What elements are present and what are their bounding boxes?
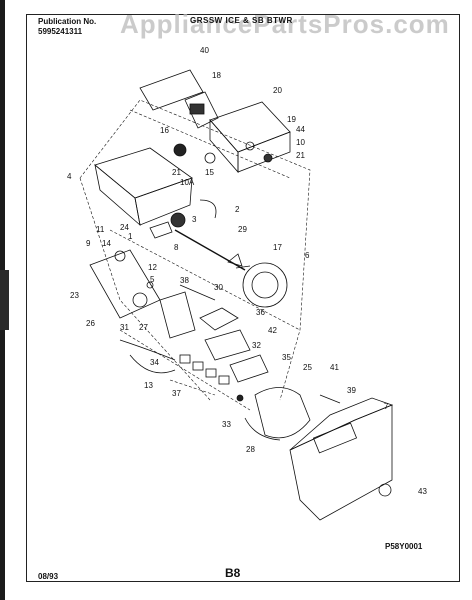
callout-label: 4 (67, 172, 72, 181)
callout-label: 33 (222, 420, 231, 429)
callout-label: 21 (172, 168, 181, 177)
callout-label: 11 (96, 225, 105, 234)
callout-label: 36 (256, 308, 265, 317)
part-bearing-14 (114, 250, 126, 262)
watermark: AppliancePartsPros.com (120, 9, 450, 39)
part-wire-13 (129, 354, 176, 374)
callout-label: 42 (268, 326, 277, 335)
callout-label: 44 (296, 125, 305, 134)
part-housing-20 (209, 101, 291, 153)
part-gear-16 (173, 143, 187, 157)
part-knob-43 (378, 483, 392, 497)
callout-label: 21 (296, 151, 305, 160)
part-connector-35 (229, 354, 269, 383)
callout-label: 29 (238, 225, 247, 234)
part-bracket-27 (159, 291, 196, 339)
scan-edge-tab (0, 270, 9, 330)
callout-label: 39 (347, 386, 356, 395)
part-switch-32 (204, 329, 251, 361)
part-cover-28 (244, 417, 281, 441)
callout-label: 31 (120, 323, 129, 332)
callout-label: 16 (160, 126, 169, 135)
callout-label: 28 (246, 445, 255, 454)
part-screw-39 (319, 394, 341, 404)
callout-label: 35 (282, 353, 291, 362)
callout-label: 32 (252, 341, 261, 350)
callout-label: 37 (172, 389, 181, 398)
revision-date: 08/93 (38, 572, 59, 581)
part-screw-15 (204, 152, 216, 164)
callout-label: 25 (303, 363, 312, 372)
publication-label: Publication No. (38, 17, 97, 26)
part-terminals-37 (179, 354, 230, 385)
callout-label: 10A (180, 178, 195, 187)
callout-label: 9 (86, 239, 91, 248)
callout-label: 15 (205, 168, 214, 177)
part-panel-40 (139, 69, 204, 111)
part-bracket-24 (149, 221, 173, 239)
part-container-4-front (134, 177, 193, 226)
callout-label: 1 (128, 232, 133, 241)
part-wheel-6 (242, 262, 288, 308)
callout-label: 38 (180, 276, 189, 285)
part-gear-12 (132, 292, 148, 308)
callout-label: 19 (287, 115, 296, 124)
part-motor-housing-25 (254, 387, 311, 439)
callout-label: 34 (150, 358, 159, 367)
callout-label: 2 (235, 205, 240, 214)
callout-label: 24 (120, 223, 129, 232)
callout-label: 27 (139, 323, 148, 332)
diagram-title: GRSSW ICE & SB BTWR (190, 16, 293, 25)
part-container-4-side (94, 163, 141, 227)
callout-label: 17 (273, 243, 282, 252)
callout-label: 41 (330, 363, 339, 372)
part-switch-44 (245, 141, 255, 151)
callout-label: 14 (102, 239, 111, 248)
part-cover-7 (289, 404, 393, 521)
callout-label: 40 (200, 46, 209, 55)
page-number: B8 (225, 566, 241, 580)
callout-label: 8 (174, 243, 179, 252)
callout-label: 20 (273, 86, 282, 95)
callout-label: 26 (86, 319, 95, 328)
part-blade-17 (227, 253, 251, 269)
callout-label: 5 (150, 275, 155, 284)
callout-label: 6 (305, 251, 310, 260)
part-wheel-6-hub (251, 271, 279, 299)
publication-number: 5995241311 (38, 27, 83, 36)
part-bracket-18 (184, 91, 219, 129)
part-spring-2 (199, 199, 217, 219)
callout-label: 10 (296, 138, 305, 147)
part-screw-5 (146, 281, 154, 289)
diagram-code: P58Y0001 (385, 542, 423, 551)
part-housing-20-front (237, 131, 291, 173)
part-cover-7-slot (312, 422, 358, 454)
part-cover-7-top (289, 397, 394, 451)
part-gear-3 (170, 212, 186, 228)
callout-label: 7 (384, 402, 389, 411)
part-plate-36 (199, 307, 239, 331)
callout-label: 18 (212, 71, 221, 80)
assembly-guide-lines (79, 99, 311, 411)
callout-label: 23 (70, 291, 79, 300)
callout-label: 12 (148, 263, 157, 272)
callout-label: 13 (144, 381, 153, 390)
part-plate-23 (89, 249, 161, 319)
part-link-38 (179, 284, 216, 301)
diagram-frame (26, 14, 460, 582)
callout-label: 43 (418, 487, 427, 496)
part-harness-34 (119, 339, 176, 361)
part-nut-21 (263, 153, 273, 163)
callout-labels: 40 18 20 19 44 10 21 16 15 4 21 10A 2 3 … (67, 46, 427, 496)
part-screw-33 (236, 394, 244, 402)
callout-label: 3 (192, 215, 197, 224)
part-motor-18 (189, 103, 205, 115)
callout-label: 30 (214, 283, 223, 292)
